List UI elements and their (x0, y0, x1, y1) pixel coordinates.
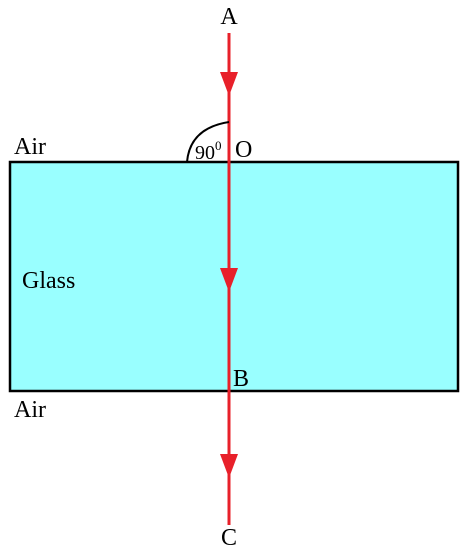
point-a-label: A (220, 4, 238, 30)
ray-arrow-incident (220, 72, 238, 96)
angle-value: 90 (195, 142, 215, 164)
angle-unit: 0 (215, 138, 222, 153)
ray-arrow-emergent (220, 454, 238, 478)
medium-top-label: Air (14, 134, 46, 160)
medium-bottom-label: Air (14, 397, 46, 423)
point-b-label: B (233, 366, 249, 392)
angle-label: 900 (195, 138, 222, 164)
point-c-label: C (221, 525, 237, 551)
medium-glass-label: Glass (22, 268, 75, 294)
ray-arrow-in-glass (220, 268, 238, 292)
angle-arc (186, 121, 230, 163)
point-o-label: O (235, 137, 252, 163)
